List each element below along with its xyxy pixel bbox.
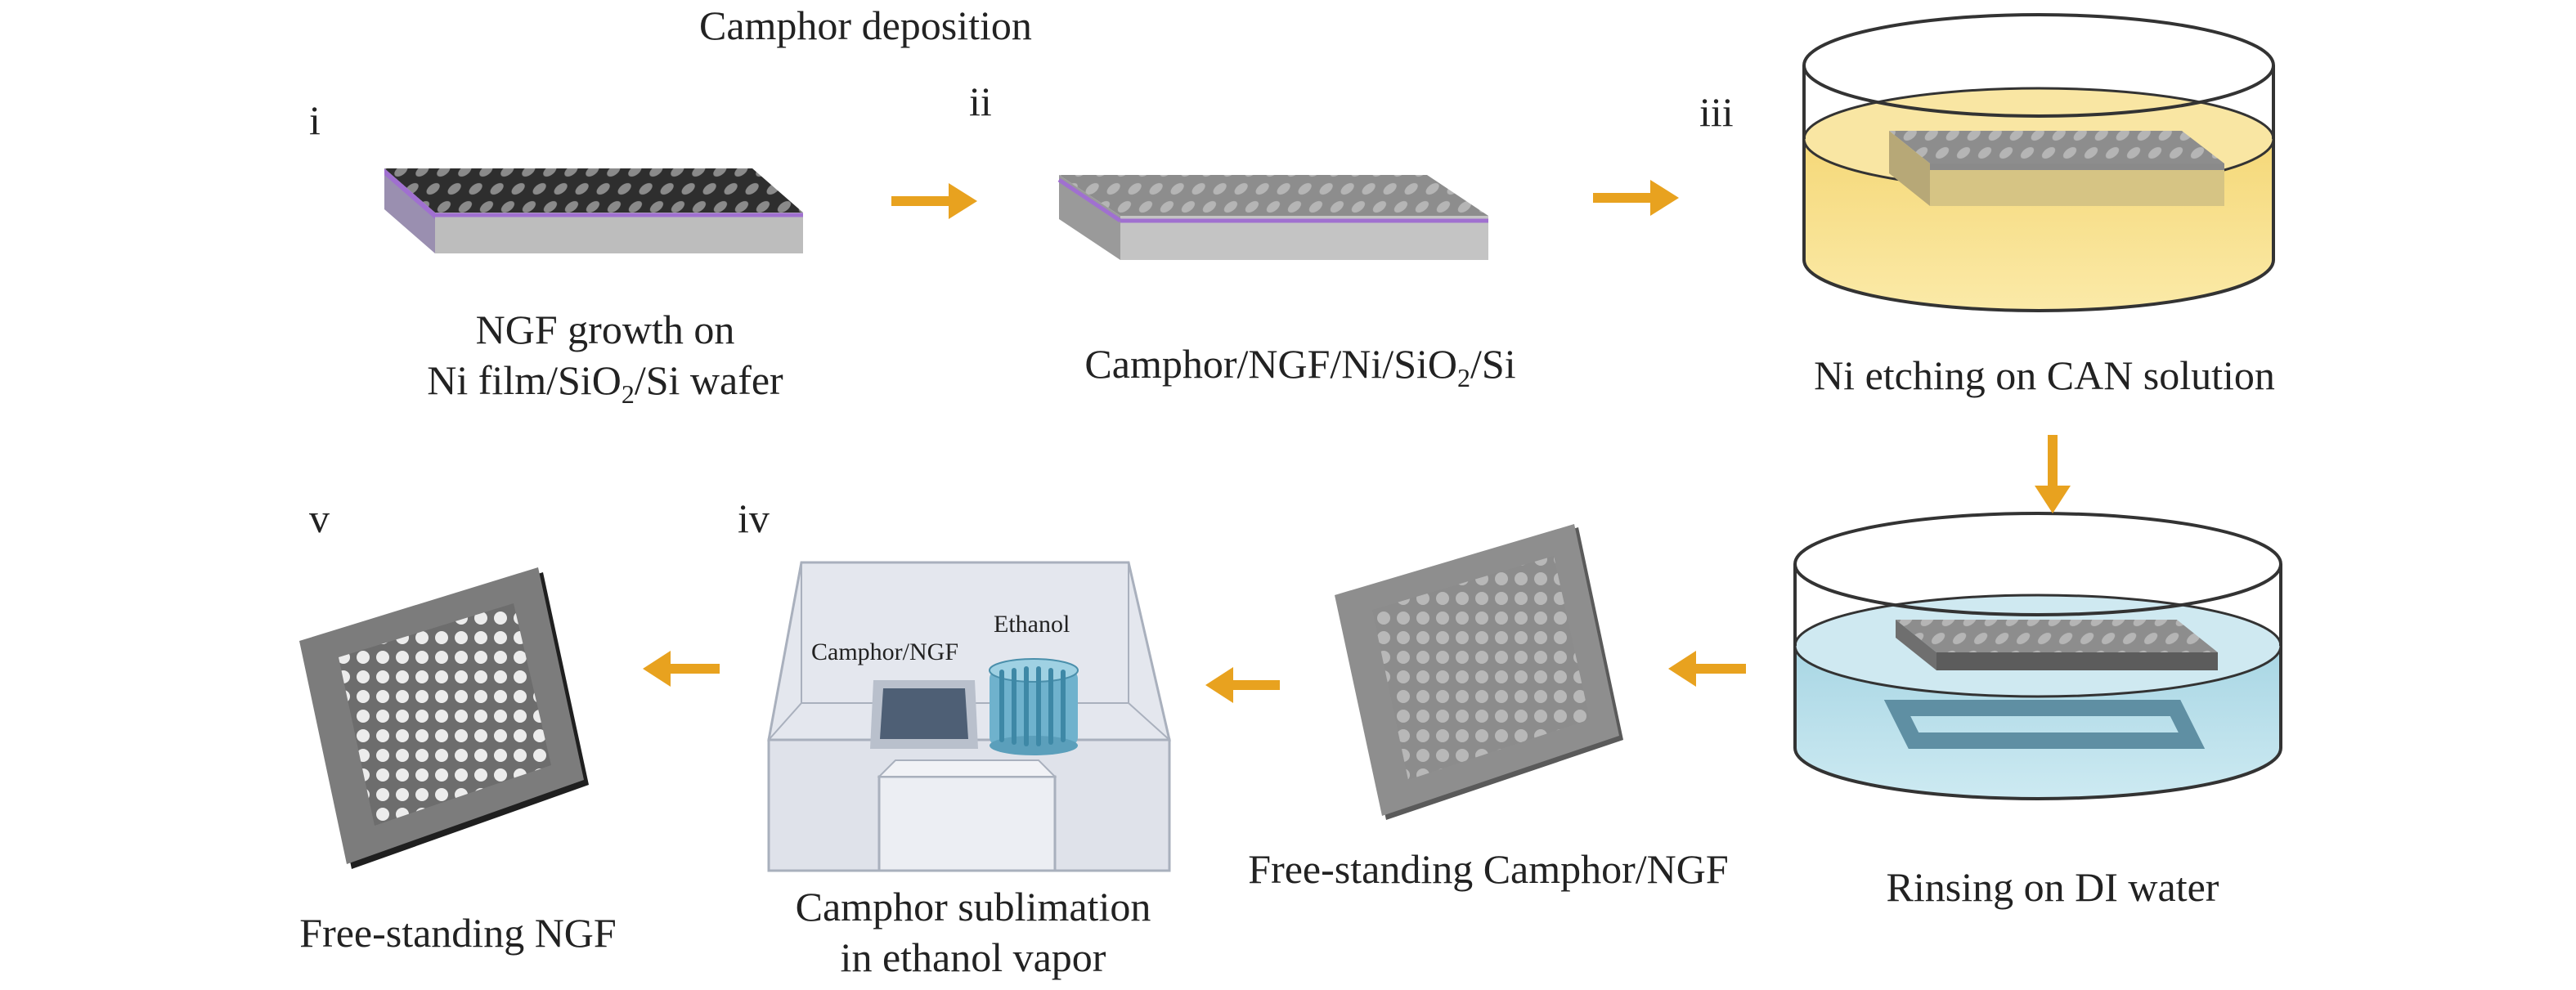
arrow-iv-to-v — [643, 651, 720, 687]
step-iii-label: iii — [1699, 89, 1734, 135]
arrow-free-camphor-to-iv — [1205, 667, 1280, 703]
step-iv-label: iv — [738, 495, 770, 541]
arrow-ii-to-iii — [1593, 180, 1679, 216]
free-camphor-caption: Free-standing Camphor/NGF — [1248, 846, 1729, 892]
step-v-label: v — [309, 495, 330, 541]
step-i-caption-line2: Ni film/SiO2/Si wafer — [427, 357, 783, 409]
beaker-ni-etching-image — [1802, 13, 2275, 312]
rinse-caption: Rinsing on DI water — [1886, 864, 2219, 910]
sublimation-chamber-image — [767, 561, 1171, 872]
step-ii-label: ii — [969, 78, 992, 124]
step-i-caption-line1: NGF growth on — [475, 307, 735, 352]
arrow-i-to-ii — [891, 183, 977, 219]
arrow-rinse-to-free-camphor — [1668, 651, 1746, 687]
beaker-rinsing-image — [1793, 512, 2282, 800]
wafer-i-image — [384, 168, 803, 253]
step-iv-caption: Camphor sublimation in ethanol vapor — [761, 881, 1186, 983]
camphor-ngf-inner-label: Camphor/NGF — [811, 638, 958, 665]
step-i-label: i — [309, 97, 321, 143]
step-iv-caption-line1: Camphor sublimation — [795, 884, 1151, 930]
arrow-iii-to-rinse — [2035, 435, 2071, 513]
step-i-caption: NGF growth on Ni film/SiO2/Si wafer — [384, 304, 826, 419]
step-iii-caption: Ni etching on CAN solution — [1814, 352, 2275, 398]
free-standing-ngf-image — [299, 567, 589, 869]
step-v-caption: Free-standing NGF — [299, 910, 617, 956]
wafer-ii-image — [1057, 175, 1488, 260]
free-standing-camphor-ngf-image — [1335, 524, 1623, 820]
step-iv-caption-line2: in ethanol vapor — [840, 934, 1106, 980]
ethanol-inner-label: Ethanol — [994, 611, 1070, 638]
camphor-deposition-label: Camphor deposition — [699, 2, 1032, 48]
step-ii-caption: Camphor/NGF/Ni/SiO2/Si — [1084, 341, 1516, 392]
